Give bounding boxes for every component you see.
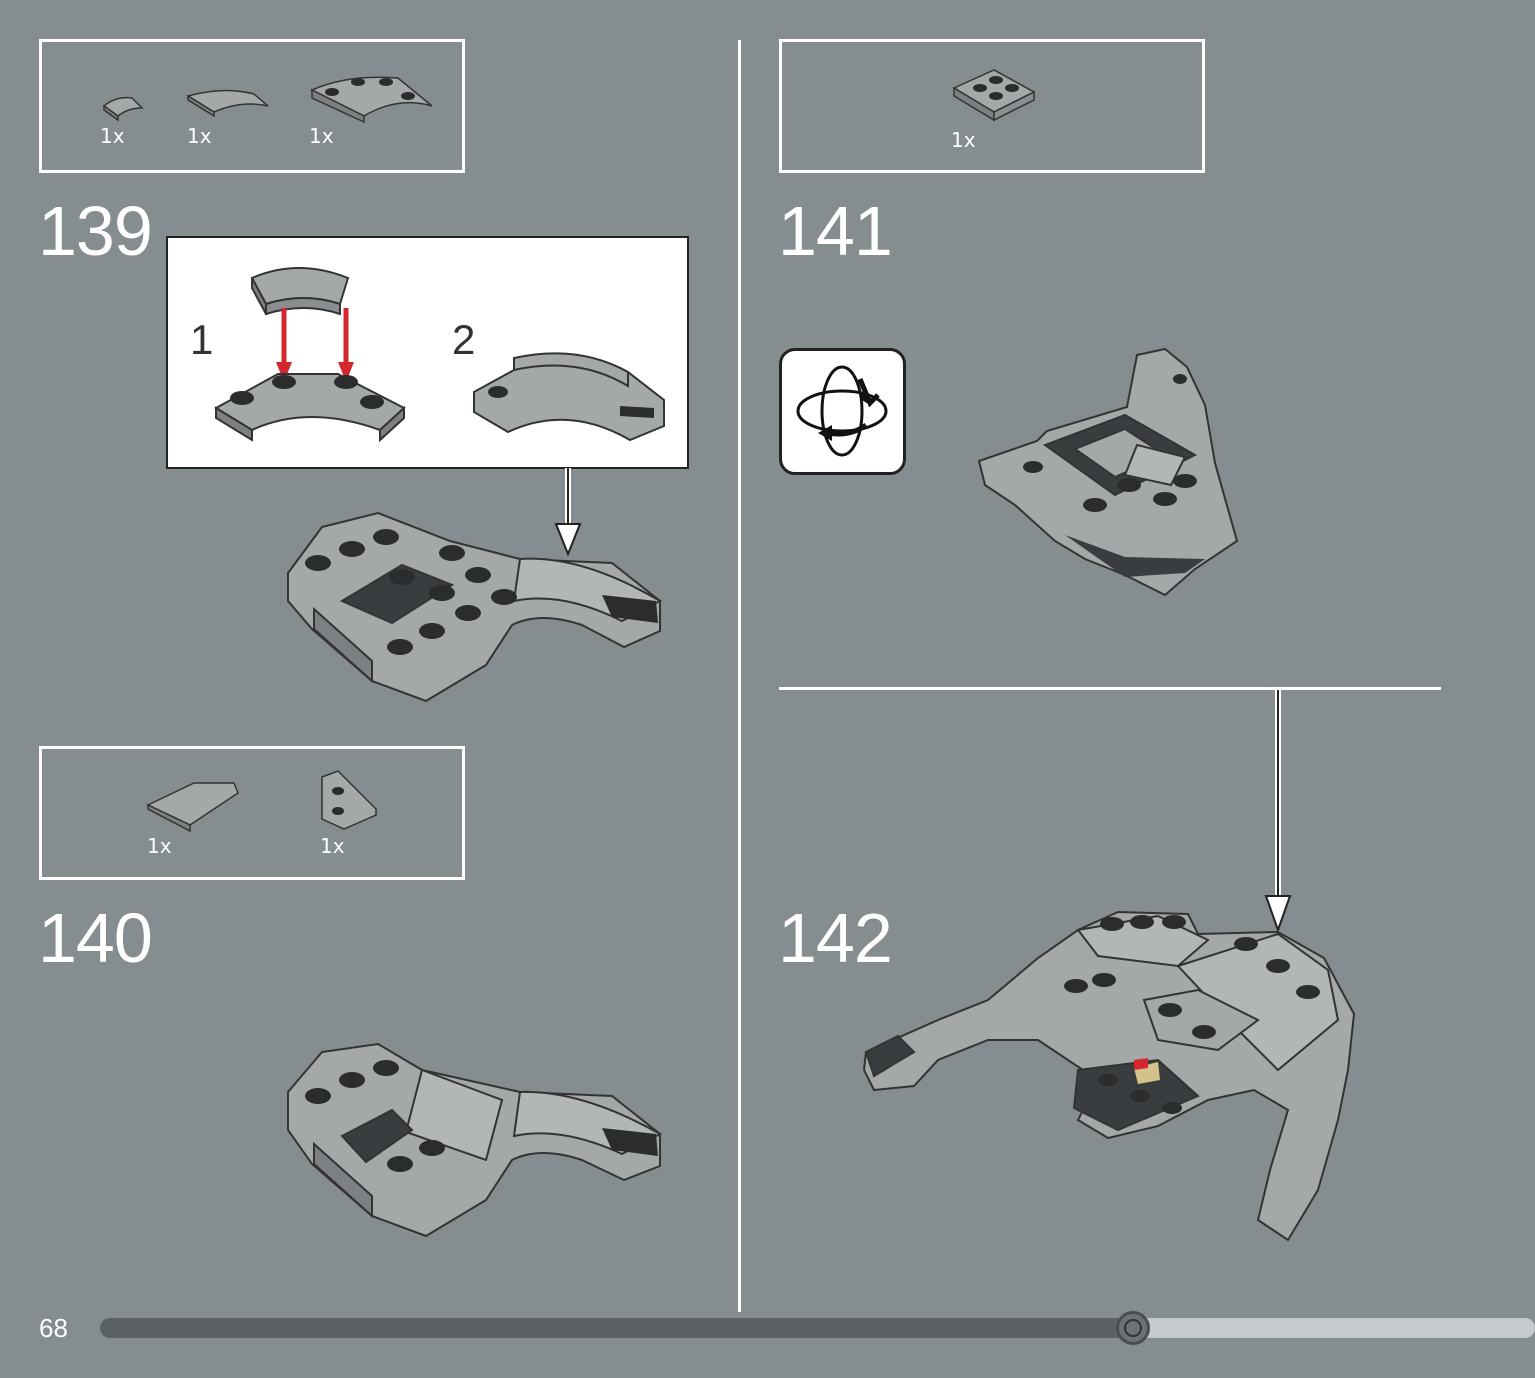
step-142-model: [862, 910, 1356, 1242]
sub-step-number: 1: [190, 316, 214, 363]
part-qty: 1x: [147, 834, 172, 858]
curved-plate-icon: [310, 76, 433, 124]
wedge-plate-icon: [321, 770, 377, 830]
step-number: 140: [38, 899, 153, 977]
sub-assembly-callout: 1 2: [166, 236, 689, 469]
part-qty: 1x: [100, 124, 125, 148]
parts-list-step-140: 1x 1x: [39, 746, 465, 880]
step-divider: [779, 687, 1441, 690]
step-number: 141: [778, 192, 893, 270]
sub-step-number: 2: [452, 316, 476, 363]
step-139-model: [287, 511, 663, 703]
curved-tile-medium-icon: [186, 89, 269, 118]
column-divider: [738, 40, 741, 1312]
wedge-tile-icon: [146, 782, 239, 833]
part-qty: 1x: [309, 124, 334, 148]
sub-step-2-illustration: [473, 352, 665, 442]
place-arrow-icon: [554, 468, 582, 557]
part-qty: 1x: [320, 834, 345, 858]
part-qty: 1x: [951, 128, 976, 152]
rotate-arrows-icon: [796, 365, 888, 457]
parts-list-step-141: 1x: [779, 39, 1205, 173]
sub-step-1-illustration: [214, 267, 406, 443]
place-arrow-icon: [1264, 690, 1292, 934]
part-qty: 1x: [187, 124, 212, 148]
step-number: 139: [38, 192, 153, 270]
curved-tile-small-icon: [102, 96, 144, 122]
page-number: 68: [39, 1313, 68, 1343]
progress-bar: [100, 1318, 1535, 1338]
parts-list-step-139: 1x 1x 1x: [39, 39, 465, 173]
step-number: 142: [778, 899, 893, 977]
hinge-plate-icon: [952, 69, 1036, 122]
rotate-model-icon: [779, 348, 906, 475]
step-141-model: [977, 347, 1239, 597]
progress-bar-fill: [100, 1318, 1134, 1338]
progress-knob[interactable]: [1116, 1311, 1151, 1345]
step-140-model: [287, 1042, 663, 1238]
